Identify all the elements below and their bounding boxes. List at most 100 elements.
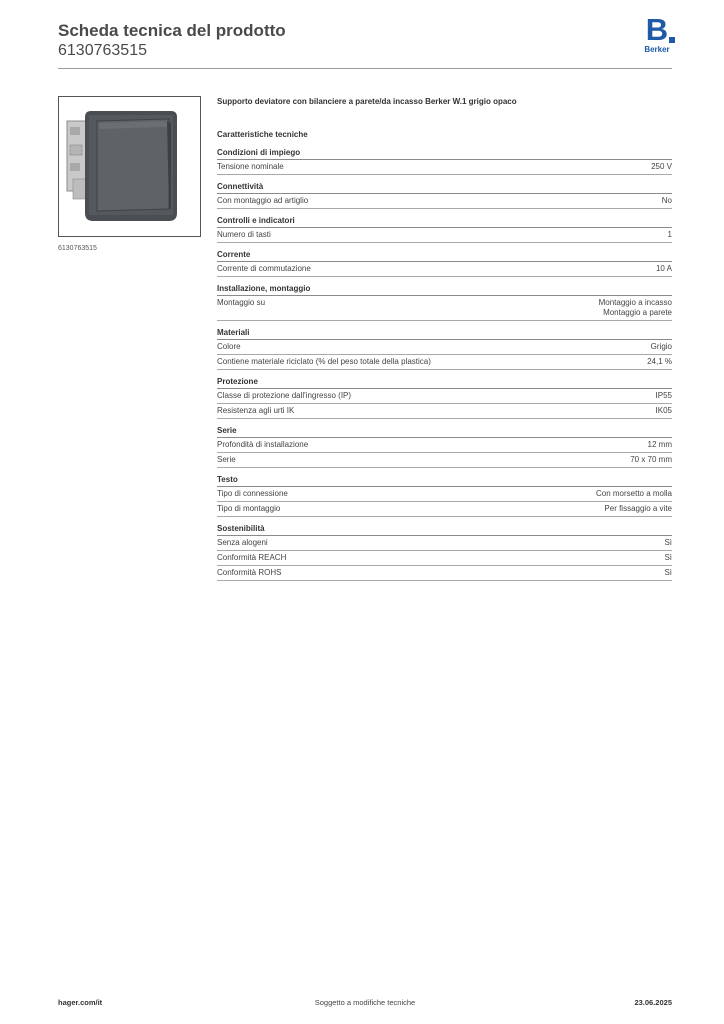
spec-row: Serie 70 x 70 mm xyxy=(217,453,672,468)
spec-label: Classe di protezione dall'ingresso (IP) xyxy=(217,391,352,400)
spec-row: Profondità di installazione 12 mm xyxy=(217,438,672,453)
spec-value-line: Per fissaggio a vite xyxy=(604,504,672,513)
spec-value: 70 x 70 mm xyxy=(630,455,672,465)
spec-value: Sì xyxy=(664,553,672,563)
logo-text: Berker xyxy=(644,45,670,54)
spec-group-title: Corrente xyxy=(217,250,672,262)
product-code: 6130763515 xyxy=(58,42,147,59)
spec-value-line: 250 V xyxy=(651,162,672,171)
spec-group-title: Testo xyxy=(217,475,672,487)
page-header: Scheda tecnica del prodotto 6130763515 xyxy=(58,20,286,60)
spec-value: Con morsetto a molla xyxy=(596,489,672,499)
spec-value-line: Grigio xyxy=(650,342,672,351)
footer-date: 23.06.2025 xyxy=(634,998,672,1007)
page-title: Scheda tecnica del prodotto xyxy=(58,21,286,40)
spec-row: Colore Grigio xyxy=(217,340,672,355)
spec-row: Tensione nominale 250 V xyxy=(217,160,672,175)
spec-group-title: Condizioni di impiego xyxy=(217,148,672,160)
spec-value-line: 12 mm xyxy=(647,440,672,449)
spec-label: Tensione nominale xyxy=(217,162,284,171)
spec-value: Per fissaggio a vite xyxy=(604,504,672,514)
spec-value: 1 xyxy=(668,230,672,240)
section-title: Caratteristiche tecniche xyxy=(217,130,308,139)
spec-row: Resistenza agli urti IK IK05 xyxy=(217,404,672,419)
spec-value: 250 V xyxy=(651,162,672,172)
product-image xyxy=(58,96,201,237)
spec-group-title: Materiali xyxy=(217,328,672,340)
spec-row: Con montaggio ad artiglio No xyxy=(217,194,672,209)
spec-value-line: 24,1 % xyxy=(647,357,672,366)
spec-label: Corrente di commutazione xyxy=(217,264,311,273)
spec-row: Tipo di connessione Con morsetto a molla xyxy=(217,487,672,502)
spec-value: No xyxy=(662,196,672,206)
spec-label: Resistenza agli urti IK xyxy=(217,406,295,415)
spec-value: 10 A xyxy=(656,264,672,274)
spec-value: IK05 xyxy=(656,406,672,416)
spec-label: Conformità ROHS xyxy=(217,568,282,577)
spec-group-title: Sostenibilità xyxy=(217,524,672,536)
spec-row: Conformità REACH Sì xyxy=(217,551,672,566)
specs-content: Supporto deviatore con bilanciere a pare… xyxy=(217,96,672,588)
spec-value: 12 mm xyxy=(648,440,672,450)
spec-row: Classe di protezione dall'ingresso (IP) I… xyxy=(217,389,672,404)
spec-group-title: Protezione xyxy=(217,377,672,389)
spec-value-line: Montaggio a parete xyxy=(603,308,672,317)
spec-label: Contiene materiale riciclato (% del peso… xyxy=(217,357,431,366)
spec-value: Grigio xyxy=(651,342,672,352)
switch-image-icon xyxy=(66,111,177,221)
spec-label: Colore xyxy=(217,342,241,351)
logo-letter: B xyxy=(646,14,676,45)
spec-row: Numero di tasti 1 xyxy=(217,228,672,243)
spec-row: Senza alogeni Sì xyxy=(217,536,672,551)
spec-value-line: 70 x 70 mm xyxy=(630,455,672,464)
footer-website[interactable]: hager.com/it xyxy=(58,998,103,1007)
spec-label: Tipo di connessione xyxy=(217,489,288,498)
spec-group-title: Controlli e indicatori xyxy=(217,216,672,228)
spec-row: Contiene materiale riciclato (% del peso… xyxy=(217,355,672,370)
spec-value-line: Montaggio a incasso xyxy=(598,298,672,307)
spec-value: Sì xyxy=(664,568,672,578)
spec-label: Profondità di installazione xyxy=(217,440,309,449)
spec-label: Montaggio su xyxy=(217,298,266,307)
spec-label: Serie xyxy=(217,455,236,464)
image-caption: 6130763515 xyxy=(58,245,97,252)
spec-value-line: IK05 xyxy=(655,406,672,415)
spec-label: Conformità REACH xyxy=(217,553,287,562)
footer-note: Soggetto a modifiche tecniche xyxy=(314,998,416,1007)
spec-value-line: 10 A xyxy=(655,264,672,273)
spec-value-line: Sì xyxy=(664,568,672,577)
spec-value-line: Sì xyxy=(664,553,672,562)
spec-value-line: 1 xyxy=(667,230,672,239)
berker-logo: B Berker xyxy=(640,14,676,54)
header-divider xyxy=(58,68,672,69)
spec-label: Con montaggio ad artiglio xyxy=(217,196,309,205)
spec-row: Tipo di montaggio Per fissaggio a vite xyxy=(217,502,672,517)
spec-label: Senza alogeni xyxy=(217,538,268,547)
spec-value-line: No xyxy=(661,196,672,205)
spec-value-line: IP55 xyxy=(655,391,672,400)
spec-group-title: Connettività xyxy=(217,182,672,194)
spec-value: 24,1 % xyxy=(647,357,672,367)
spec-group-title: Installazione, montaggio xyxy=(217,284,672,296)
spec-group-title: Serie xyxy=(217,426,672,438)
product-description: Supporto deviatore con bilanciere a pare… xyxy=(217,97,517,106)
spec-label: Numero di tasti xyxy=(217,230,271,239)
spec-row: Corrente di commutazione 10 A xyxy=(217,262,672,277)
spec-label: Tipo di montaggio xyxy=(217,504,281,513)
spec-value-line: Con morsetto a molla xyxy=(595,489,672,498)
spec-value: IP55 xyxy=(656,391,672,401)
spec-row: Conformità ROHS Sì xyxy=(217,566,672,581)
spec-value-line: Sì xyxy=(664,538,672,547)
